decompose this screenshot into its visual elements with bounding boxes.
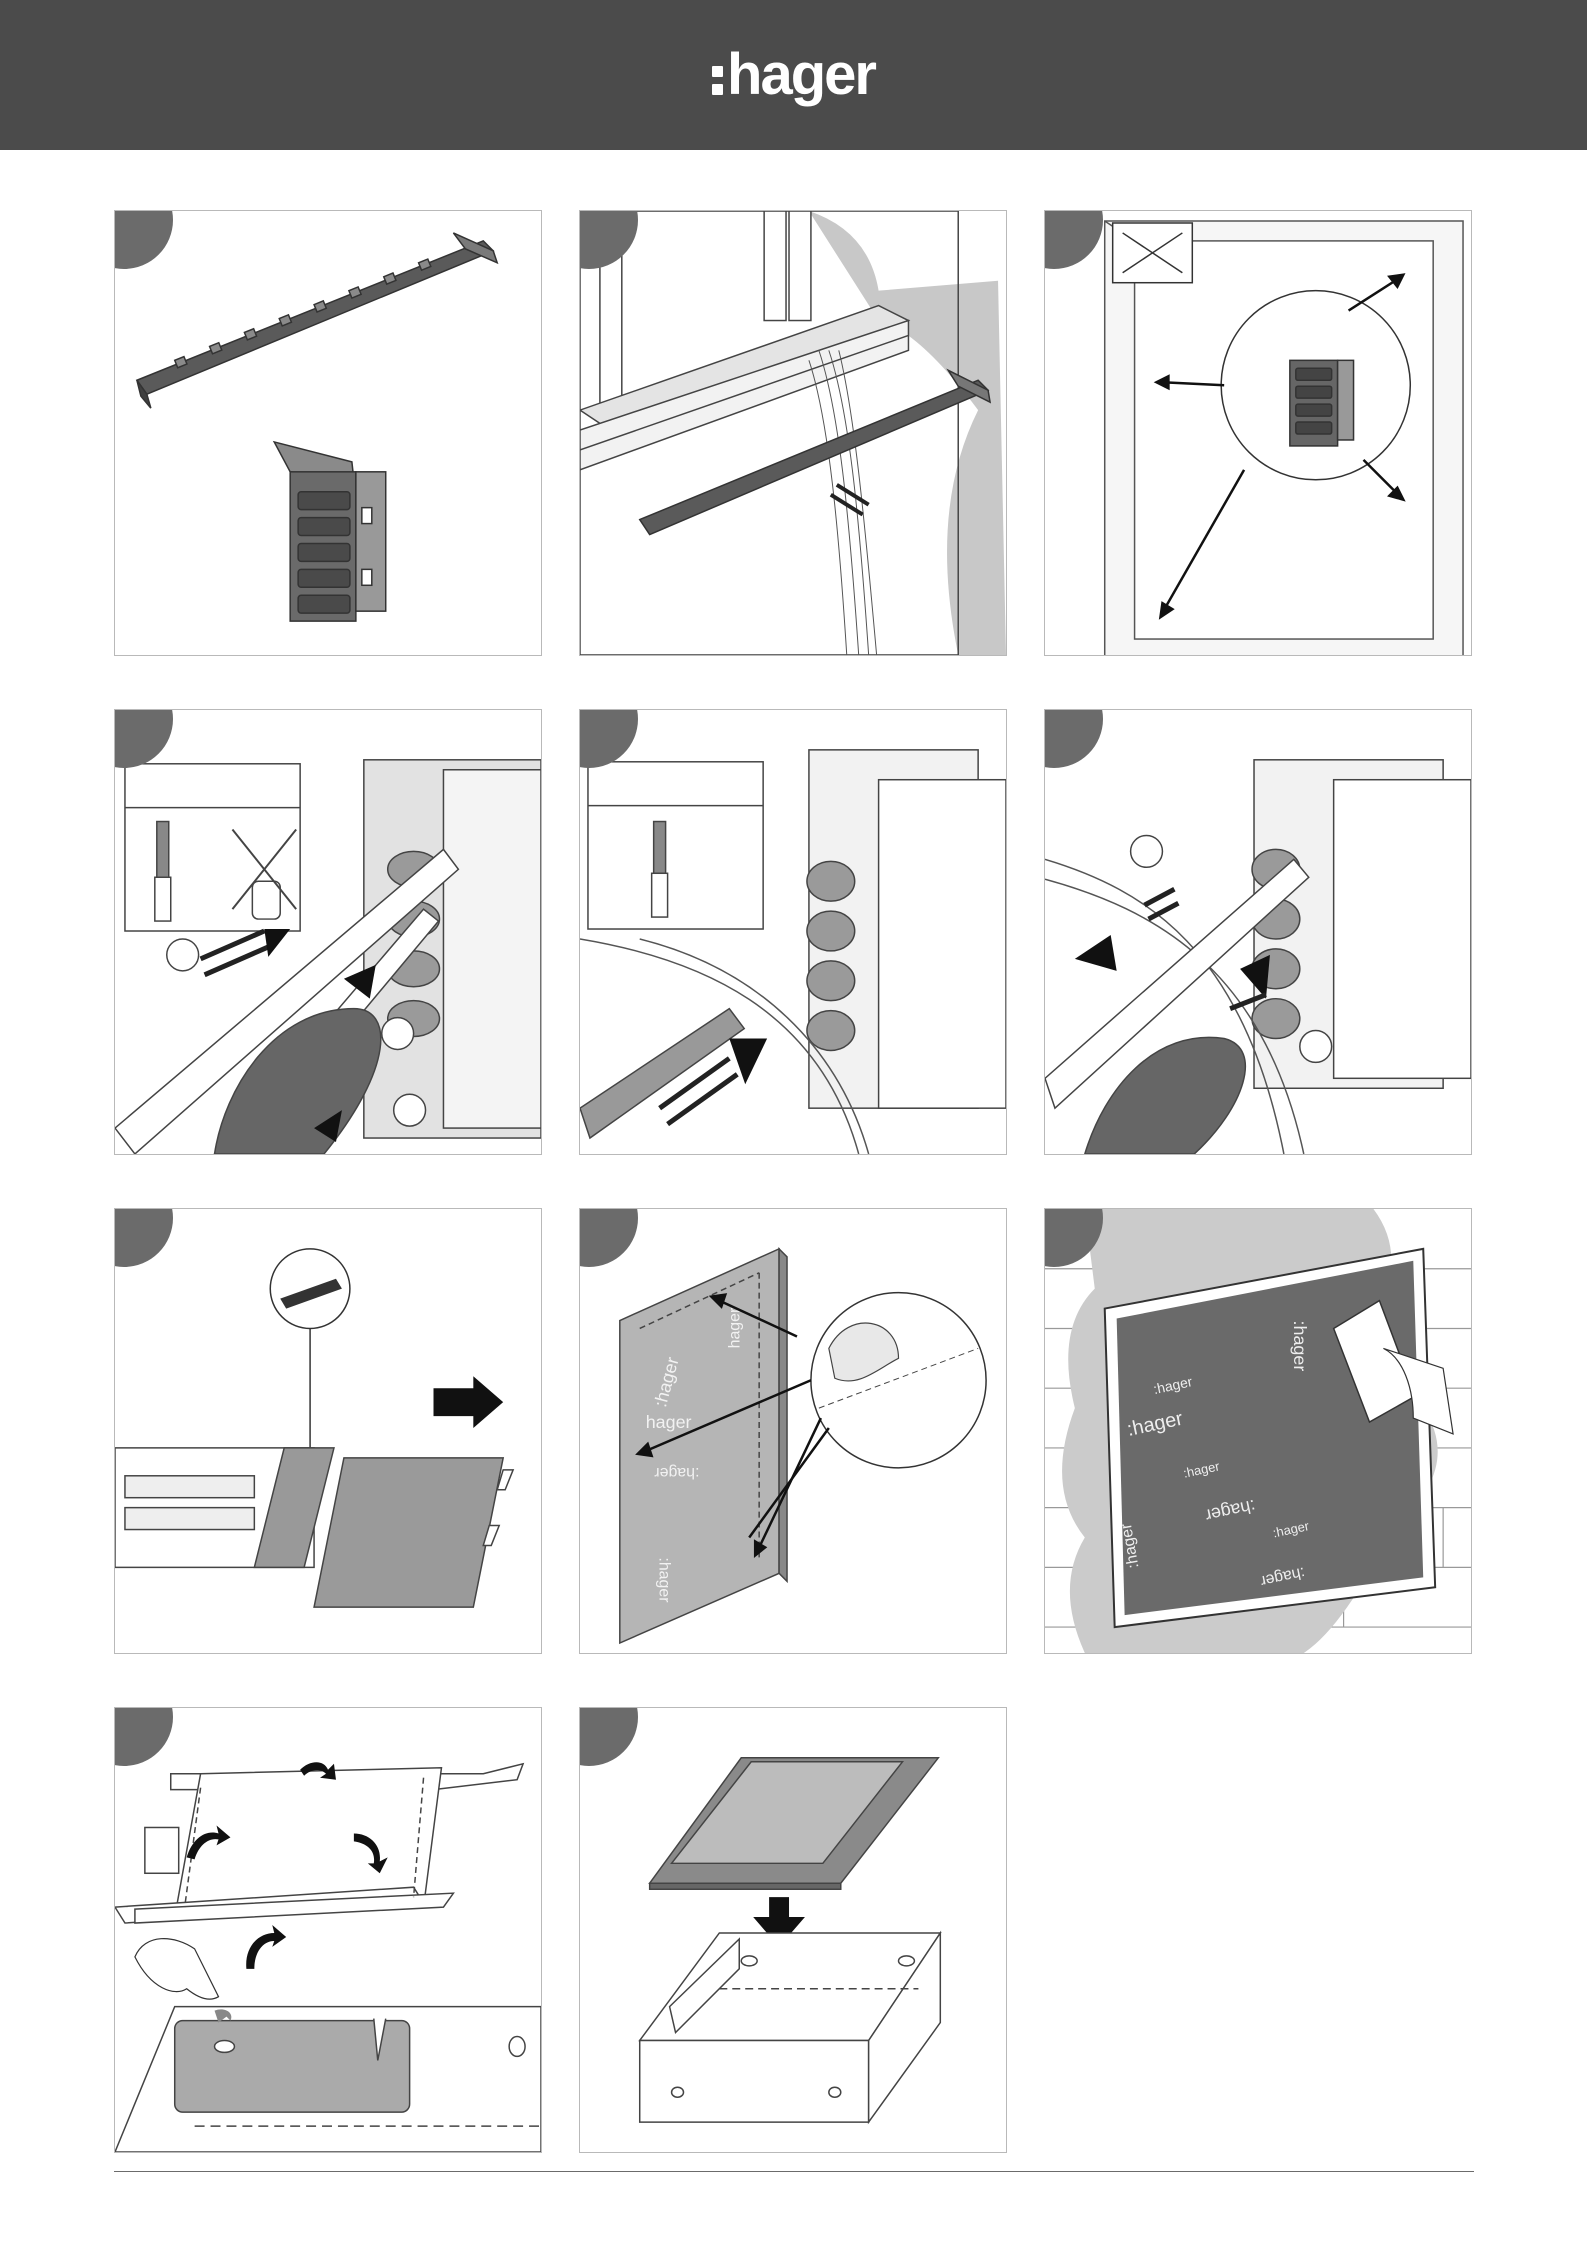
instruction-grid: :hager hager :hager hager :hager <box>114 210 1472 2153</box>
film-watermark: :hager <box>656 1557 673 1603</box>
instruction-panel-10 <box>114 1707 542 2153</box>
instruction-panel-9: :hager :hager :hager :hager :hager :hage… <box>1044 1208 1472 1654</box>
release-wire-illustration <box>115 710 541 1154</box>
n-bar-illustration <box>115 211 541 655</box>
page-header: hager <box>0 0 1587 150</box>
logo-wordmark: hager <box>727 46 875 104</box>
instruction-panel-2 <box>579 210 1007 656</box>
remove-wire-illustration <box>1045 710 1471 1154</box>
instruction-panel-6 <box>1044 709 1472 1155</box>
logo-colon-icon <box>712 66 723 95</box>
footer-divider <box>114 2171 1474 2172</box>
peel-film-illustration: :hager hager :hager hager :hager <box>580 1209 1006 1653</box>
terminal-positions-illustration <box>1045 211 1471 655</box>
bar-mounting-illustration <box>580 211 1006 655</box>
fit-cover-illustration <box>580 1708 1006 2152</box>
plaster-illustration: :hager :hager :hager :hager :hager :hage… <box>1045 1209 1471 1653</box>
instruction-panel-1 <box>114 210 542 656</box>
cut-cover-illustration <box>115 1209 541 1653</box>
film-watermark: hager <box>726 1307 743 1348</box>
instruction-panel-3 <box>1044 210 1472 656</box>
insert-wire-illustration <box>580 710 1006 1154</box>
instruction-panel-11 <box>579 1707 1007 2153</box>
instruction-panel-8: :hager hager :hager hager :hager <box>579 1208 1007 1654</box>
film-watermark: :hager <box>654 1464 700 1481</box>
film-watermark: hager <box>646 1412 692 1432</box>
instruction-panel-4 <box>114 709 542 1155</box>
instruction-panel-5 <box>579 709 1007 1155</box>
hager-logo: hager <box>712 46 875 104</box>
fold-tabs-illustration <box>115 1708 541 2152</box>
instruction-panel-7 <box>114 1208 542 1654</box>
plaster-watermark: :hager <box>1290 1321 1310 1372</box>
